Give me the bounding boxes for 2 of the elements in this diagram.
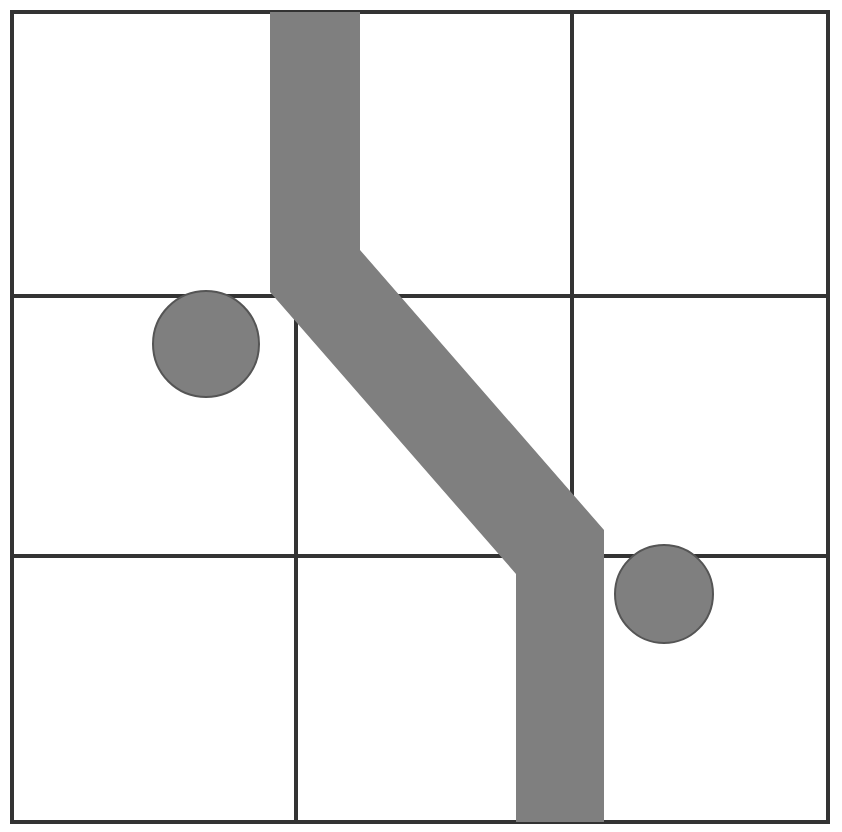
circle [152,290,260,398]
circle [614,544,714,644]
